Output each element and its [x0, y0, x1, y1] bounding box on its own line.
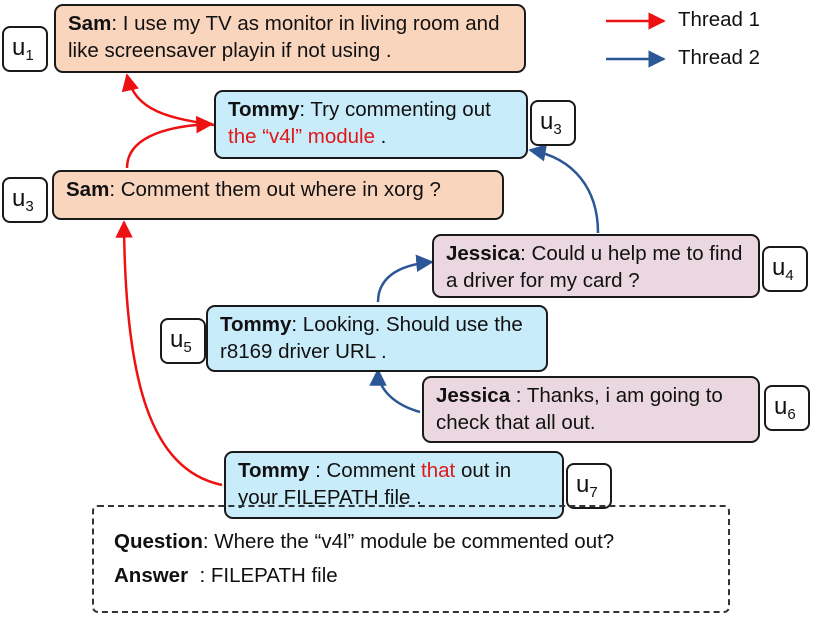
link-u3-to-u1	[121, 73, 215, 127]
legend-thread1-label: Thread 1	[678, 8, 761, 31]
answer-sep: :	[188, 564, 211, 587]
message-u4-jessica: Jessica: Could u help me to find a drive…	[432, 234, 760, 298]
speaker-sep: :	[299, 98, 311, 121]
utterance-tag-u1: u1	[2, 26, 48, 72]
message-text: Looking. Should use the r8169 driver URL…	[220, 313, 523, 363]
legend-thread2-label: Thread 2	[678, 46, 761, 69]
speaker-sep: :	[109, 178, 121, 201]
message-text: Could u help me to find a driver for my …	[446, 242, 743, 292]
utterance-index: 6	[787, 406, 796, 423]
message-text: Try commenting out	[310, 98, 491, 121]
answer-label: Answer	[114, 564, 189, 587]
utterance-index: 5	[183, 339, 192, 356]
speaker-sep: :	[111, 12, 123, 35]
utterance-index: 3	[553, 121, 562, 138]
question-label: Question	[114, 530, 203, 553]
message-text: Comment	[326, 459, 422, 482]
message-u1-sam: Sam: I use my TV as monitor in living ro…	[54, 4, 526, 73]
question-text: Where the “v4l” module be commented out?	[214, 530, 615, 553]
qa-box: Question: Where the “v4l” module be comm…	[92, 505, 730, 613]
utterance-index: 7	[589, 484, 598, 501]
answer-text: FILEPATH file	[210, 564, 338, 587]
utterance-tag-u4: u4	[762, 246, 808, 292]
speaker-name: Jessica	[446, 242, 521, 265]
speaker-sep: :	[309, 459, 327, 482]
message-text: Comment them out where in xorg ?	[120, 178, 441, 201]
utterance-letter: u	[540, 108, 554, 135]
link-u6-to-u5	[369, 368, 421, 414]
speaker-name: Sam	[68, 12, 112, 35]
speaker-name: Sam	[66, 178, 110, 201]
message-u5-tommy: Tommy: Looking. Should use the r8169 dri…	[206, 305, 548, 372]
message-u3-sam: Sam: Comment them out where in xorg ?	[52, 170, 504, 220]
link-u5-to-u4	[376, 254, 434, 303]
highlighted-text: that	[421, 459, 456, 482]
utterance-tag-u3-sam: u3	[2, 177, 48, 223]
answer-line: Answer : FILEPATH file	[114, 559, 728, 593]
question-sep: :	[202, 530, 215, 553]
utterance-letter: u	[772, 254, 786, 281]
message-u7-tommy: Tommy : Comment that out in your FILEPAT…	[224, 451, 564, 519]
speaker-sep: :	[520, 242, 532, 265]
message-u3-tommy: Tommy: Try commenting out the “v4l” modu…	[214, 90, 528, 159]
utterance-letter: u	[12, 34, 26, 61]
question-line: Question: Where the “v4l” module be comm…	[114, 525, 728, 559]
utterance-tag-u5: u5	[160, 318, 206, 364]
message-text: out in your FILEPATH file .	[238, 459, 512, 509]
utterance-letter: u	[170, 326, 184, 353]
speaker-sep: :	[291, 313, 303, 336]
utterance-letter: u	[576, 471, 590, 498]
utterance-index: 4	[785, 267, 794, 284]
speaker-name: Jessica	[436, 384, 511, 407]
link-u4-to-u3	[528, 144, 600, 234]
message-text: .	[374, 125, 387, 148]
highlighted-text: the “v4l” module	[228, 125, 375, 148]
utterance-index: 1	[25, 47, 34, 64]
utterance-letter: u	[12, 185, 26, 212]
utterance-tag-u6: u6	[764, 385, 810, 431]
link-sam3-to-u3	[125, 115, 214, 169]
message-text: I use my TV as monitor in living room an…	[68, 12, 500, 62]
speaker-name: Tommy	[220, 313, 292, 336]
message-u6-jessica: Jessica : Thanks, i am going to check th…	[422, 376, 760, 443]
message-text: Thanks, i am going to check that all out…	[436, 384, 723, 434]
speaker-sep: :	[510, 384, 527, 407]
speaker-name: Tommy	[228, 98, 300, 121]
utterance-index: 3	[25, 198, 34, 215]
utterance-tag-u3-tommy: u3	[530, 100, 576, 146]
link-u7-to-sam3	[115, 220, 223, 487]
speaker-name: Tommy	[238, 459, 310, 482]
utterance-tag-u7: u7	[566, 463, 612, 509]
utterance-letter: u	[774, 393, 788, 420]
